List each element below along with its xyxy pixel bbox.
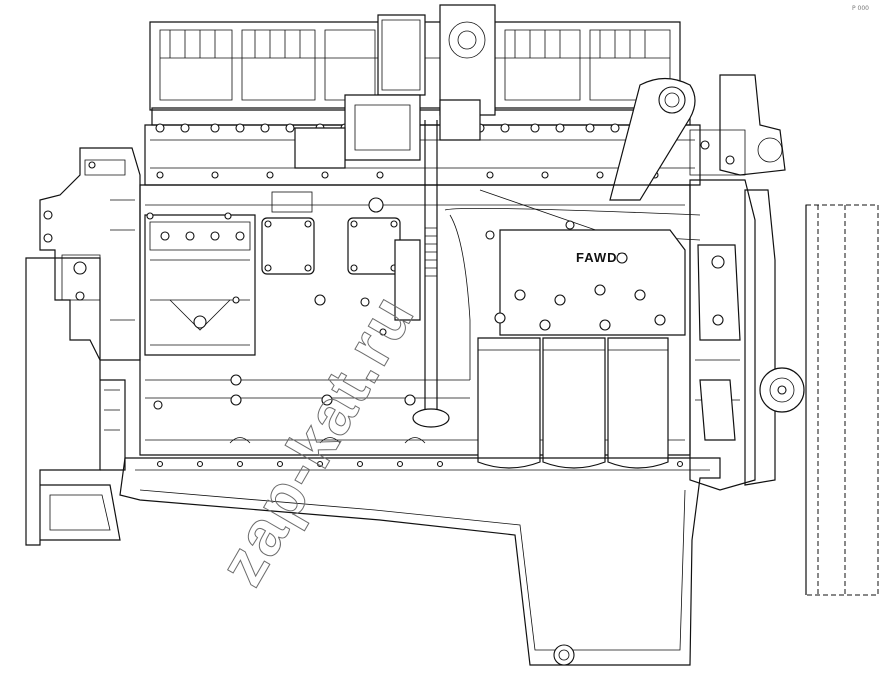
side-covers [261, 191, 401, 275]
oil-filters [477, 337, 669, 469]
front-cover [689, 179, 756, 491]
corner-code: P 000 [852, 5, 869, 12]
crank-damper [744, 189, 805, 486]
block-bolts [146, 212, 387, 336]
flywheel-housing [25, 257, 126, 546]
brand-label: FAWDE [576, 250, 627, 265]
thermostat-housing [689, 74, 786, 176]
lifting-bracket [609, 77, 696, 201]
oil-filter-head: FAWDE [485, 220, 686, 336]
rear-bracket [39, 147, 141, 361]
oil-pan [119, 457, 721, 666]
pan-bolt-row [156, 460, 684, 468]
turbocharger [294, 4, 496, 169]
air-compressor [144, 214, 256, 356]
fan-outline [805, 204, 879, 596]
dipstick-tube [368, 120, 450, 428]
